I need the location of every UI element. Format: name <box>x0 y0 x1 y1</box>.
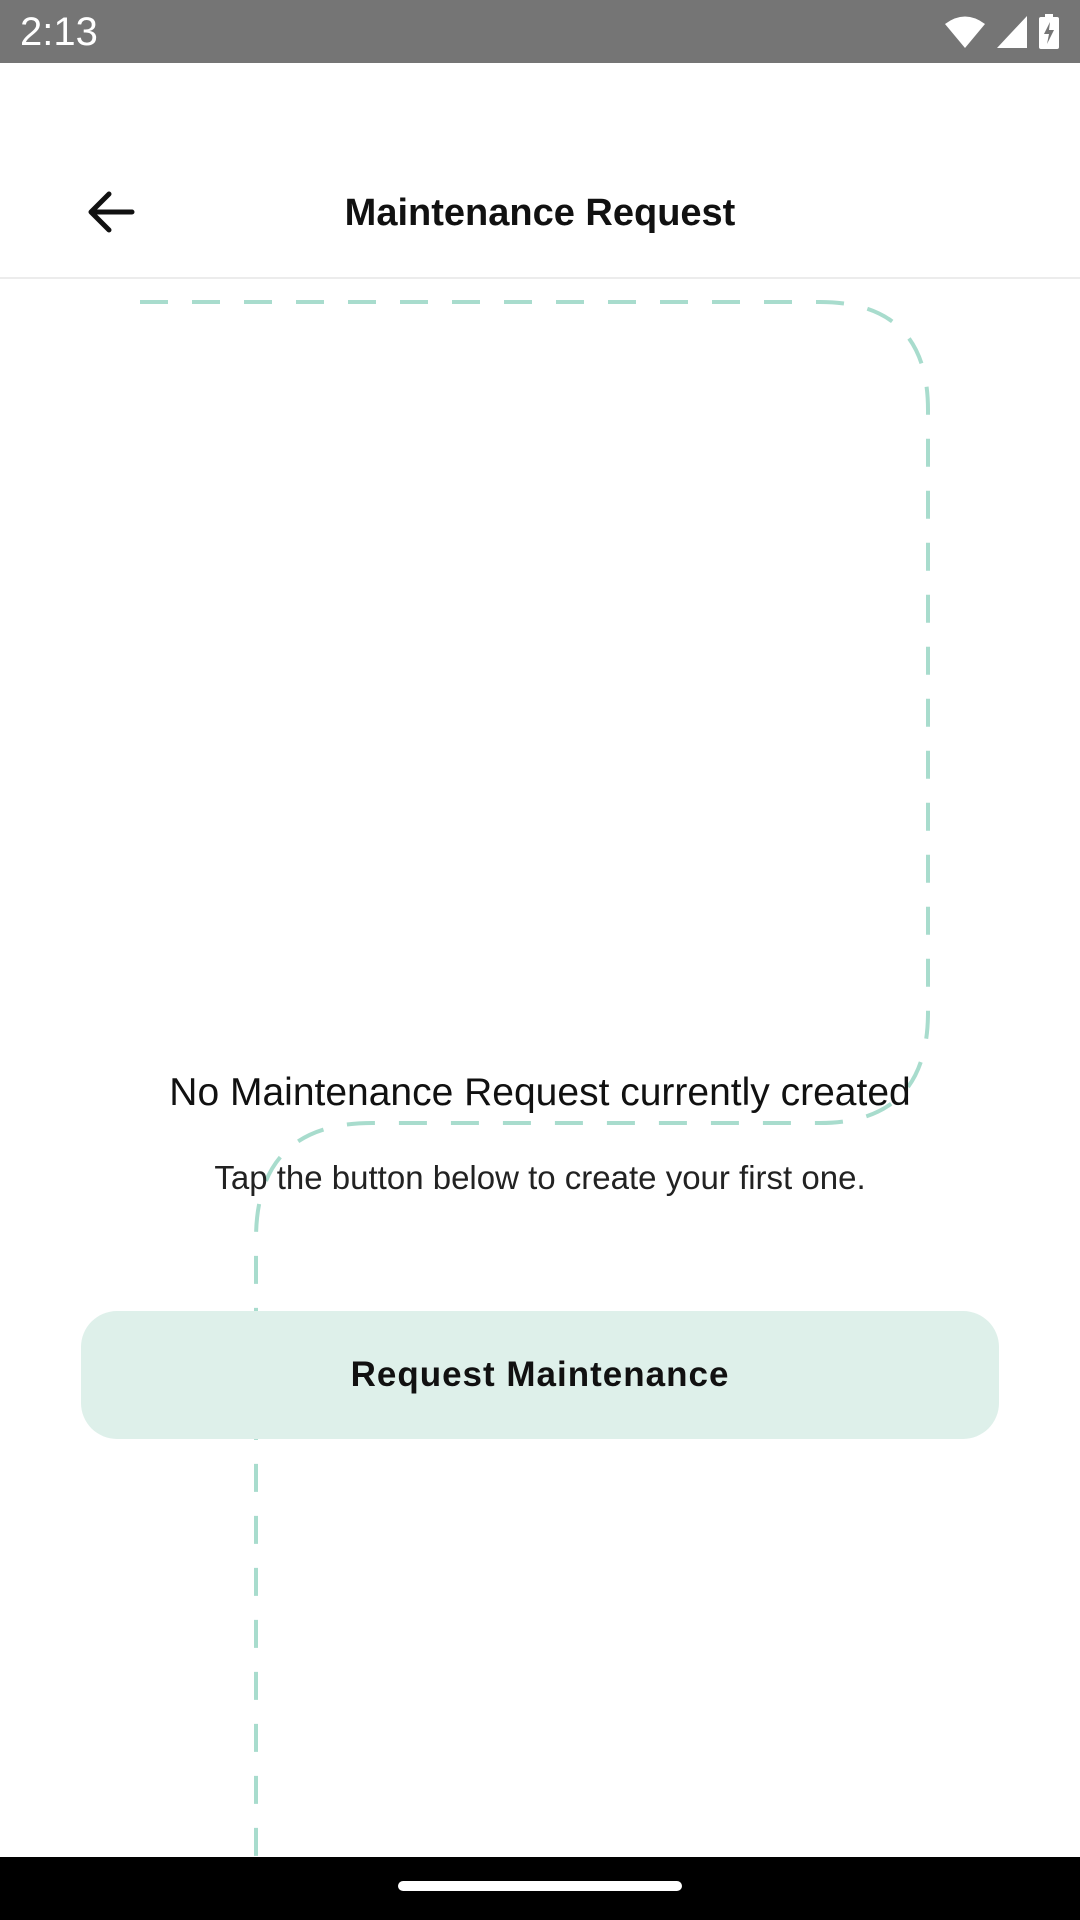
empty-state-subtitle: Tap the button below to create your firs… <box>214 1159 866 1196</box>
app-bar: Maintenance Request <box>0 63 1080 279</box>
cellular-signal-icon <box>996 15 1028 49</box>
request-maintenance-button[interactable]: Request Maintenance <box>81 1311 999 1439</box>
arrow-left-icon <box>87 190 135 239</box>
status-time: 2:13 <box>20 10 98 54</box>
back-button[interactable] <box>76 179 146 249</box>
status-icons <box>944 12 1060 52</box>
navigation-bar <box>0 1857 1080 1920</box>
page-title: Maintenance Request <box>344 192 736 234</box>
home-indicator[interactable] <box>398 1881 682 1891</box>
battery-charging-icon <box>1038 14 1060 50</box>
wifi-icon <box>944 15 986 49</box>
status-bar: 2:13 <box>0 0 1080 63</box>
empty-state-title: No Maintenance Request currently created <box>169 1071 911 1114</box>
